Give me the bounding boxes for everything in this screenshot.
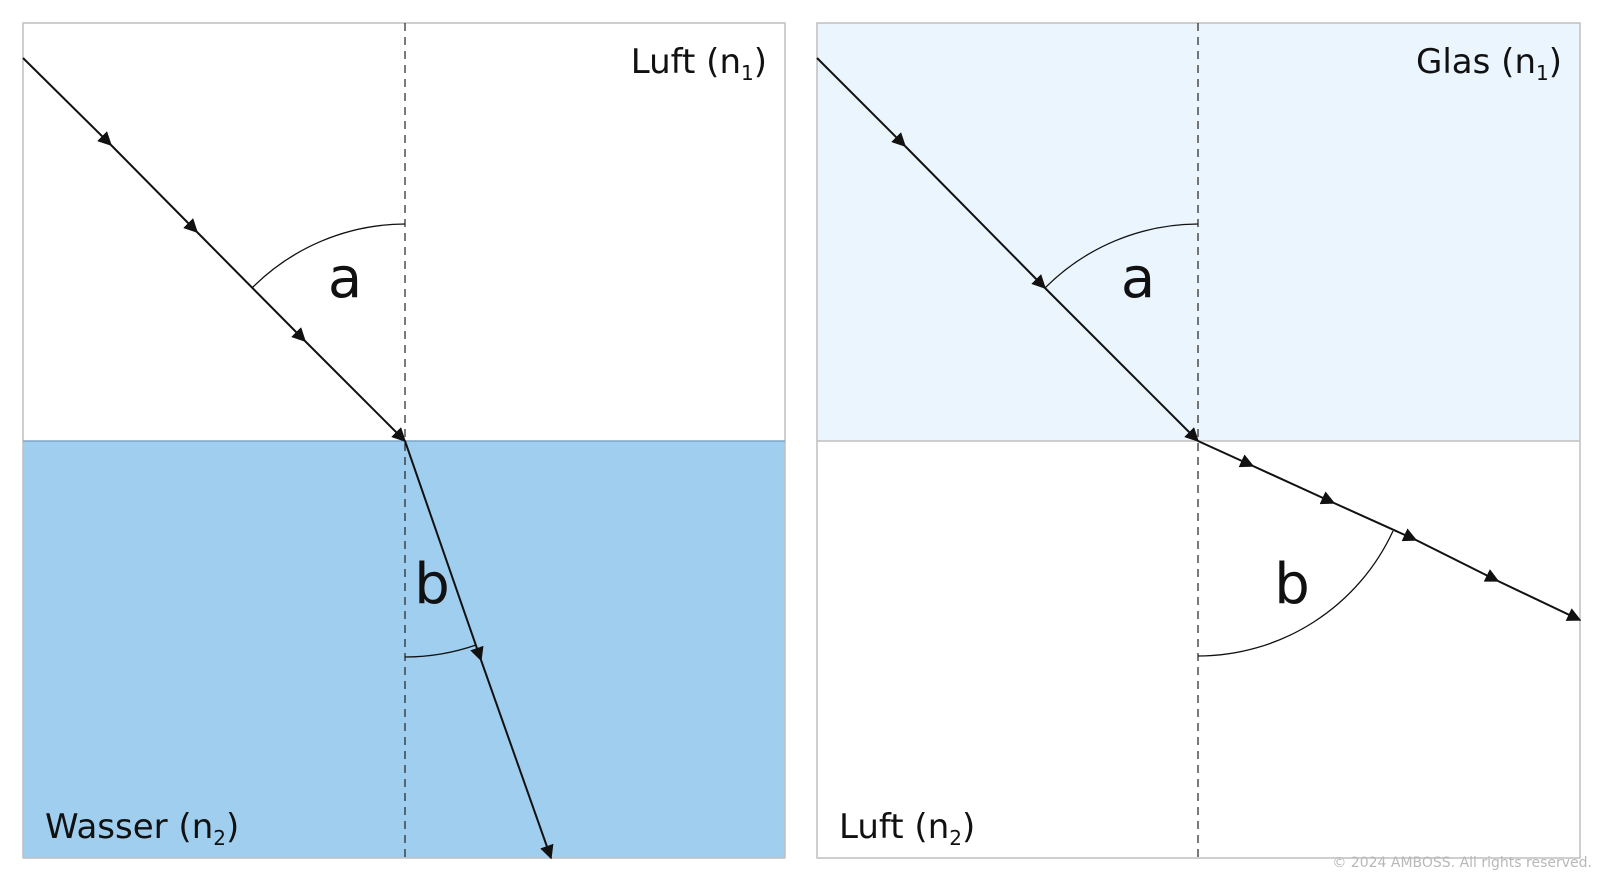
panel1-bottom-medium bbox=[23, 441, 785, 858]
copyright-notice: © 2024 AMBOSS. All rights reserved. bbox=[1332, 855, 1592, 871]
panel2-refracted-ray bbox=[1197, 440, 1582, 621]
panel2-angle-arc-a bbox=[1044, 223, 1199, 289]
panel1-angle-arc-b bbox=[404, 644, 477, 658]
panel2-angle-arc-b bbox=[1197, 530, 1394, 657]
panel2-incident-ray bbox=[816, 57, 1199, 442]
panel-air-water: Luft (n1) Wasser (n2) a b bbox=[22, 22, 786, 860]
panel1-angle-label-b: b bbox=[414, 552, 450, 617]
panel1-refracted-ray bbox=[404, 440, 554, 860]
panel1-top-medium bbox=[23, 23, 785, 441]
panel1-angle-arc-a bbox=[251, 223, 406, 289]
panel2-bottom-medium-label: Luft (n2) bbox=[839, 807, 975, 850]
panel2-top-medium-label: Glas (n1) bbox=[1416, 42, 1562, 85]
panel2-bottom-medium bbox=[817, 441, 1580, 858]
panel1-incident-ray bbox=[22, 57, 406, 442]
panel2-top-medium bbox=[817, 23, 1580, 441]
panel-glass-air: Glas (n1) Luft (n2) a b bbox=[816, 22, 1582, 859]
panel2-angle-label-b: b bbox=[1274, 552, 1310, 617]
panel1-angle-label-a: a bbox=[328, 246, 362, 311]
panel1-bottom-medium-label: Wasser (n2) bbox=[45, 807, 239, 850]
panel2-angle-label-a: a bbox=[1121, 246, 1155, 311]
